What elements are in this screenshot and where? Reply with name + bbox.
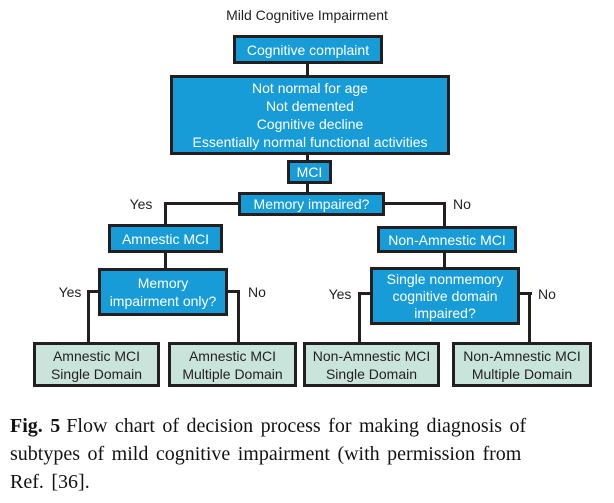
connector-memoryonly-yes-horizontal: [87, 290, 101, 293]
branch-label-no-memory-impaired: No: [453, 196, 471, 212]
node-memory-impaired: Memory impaired?: [238, 192, 385, 216]
node-mci: MCI: [287, 160, 332, 184]
connector-yes-branch-vertical: [164, 202, 167, 226]
branch-label-yes-single-nonmemory: Yes: [328, 286, 352, 302]
node-memory-impairment-only: Memory impairment only?: [98, 268, 228, 316]
branch-label-no-single-nonmemory: No: [538, 286, 556, 302]
leaf-amnestic-multiple-domain: Amnestic MCI Multiple Domain: [168, 342, 297, 387]
connector-no-branch-vertical: [443, 202, 446, 228]
branch-label-no-memory-only: No: [248, 284, 266, 300]
chart-title: Mild Cognitive Impairment: [226, 7, 388, 23]
leaf-amnestic-single-domain: Amnestic MCI Single Domain: [33, 342, 160, 387]
branch-label-yes-memory-impaired: Yes: [129, 196, 153, 212]
connector-complaint-criteria: [306, 62, 309, 76]
connector-singlenonmemory-yes-vertical: [358, 292, 361, 344]
connector-amnestic-memoryonly: [164, 251, 167, 270]
node-non-amnestic-mci: Non-Amnestic MCI: [377, 226, 517, 253]
connector-memoryonly-no-vertical: [237, 290, 240, 344]
figure-label: Fig. 5: [10, 415, 61, 437]
connector-singlenonmemory-yes-horizontal: [358, 292, 373, 295]
node-criteria: Not normal for age Not demented Cognitiv…: [170, 75, 450, 155]
caption-text: Flow chart of decision process for makin…: [10, 415, 527, 493]
node-cognitive-complaint: Cognitive complaint: [233, 35, 383, 64]
node-single-nonmemory: Single nonmemory cognitive domain impair…: [370, 267, 520, 325]
connector-yes-branch-horizontal: [164, 202, 240, 205]
branch-label-yes-memory-only: Yes: [58, 284, 82, 300]
connector-memoryonly-yes-vertical: [87, 290, 90, 344]
connector-no-branch-horizontal: [383, 202, 446, 205]
connector-memoryonly-no-horizontal: [226, 290, 240, 293]
connector-criteria-mci: [306, 154, 309, 162]
connector-singlenonmemory-no-vertical: [528, 292, 531, 344]
connector-mci-memory-impaired: [306, 183, 309, 193]
leaf-non-amnestic-multiple-domain: Non-Amnestic MCI Multiple Domain: [452, 342, 592, 387]
leaf-non-amnestic-single-domain: Non-Amnestic MCI Single Domain: [303, 342, 440, 387]
node-amnestic-mci: Amnestic MCI: [108, 224, 223, 253]
connector-nonamnestic-singlenonmemory: [443, 251, 446, 269]
connector-singlenonmemory-no-horizontal: [517, 292, 532, 295]
